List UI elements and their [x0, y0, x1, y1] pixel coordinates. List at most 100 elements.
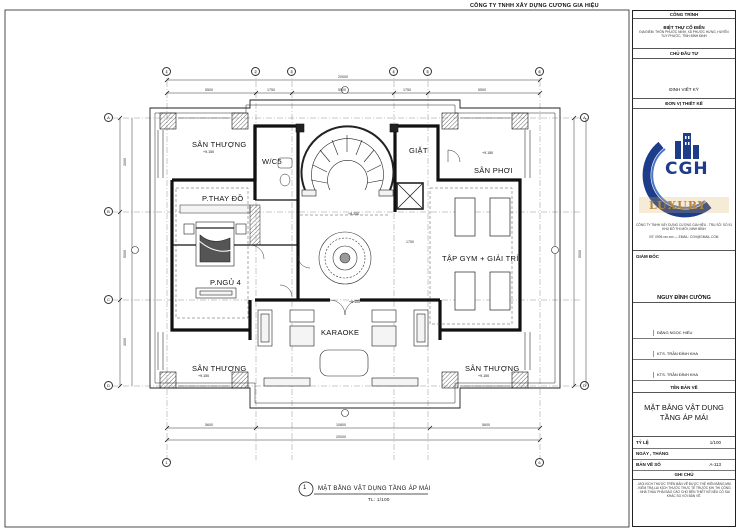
dim-top-a: 5500 [205, 88, 213, 92]
level-marker: +9.150 [198, 374, 210, 378]
dim-ticks [117, 77, 577, 443]
ty-le-label: TỶ LỆ [636, 440, 649, 445]
giam-doc-label: GIÁM ĐỐC [636, 254, 659, 259]
room-san-thuong-bottom-left: SÂN THƯỢNG [192, 364, 247, 373]
signer-row: ĐẶNG NGỌC HIẾU [633, 327, 735, 339]
level-marker: +9.100 [349, 300, 361, 304]
drawing-name-line2: TẦNG ÁP MÁI [659, 413, 709, 422]
door-swings [249, 244, 361, 316]
axis-bubble-3: 3 [287, 67, 296, 76]
room-san-phoi: SÂN PHƠI [474, 166, 513, 175]
spiral-stair [300, 125, 395, 197]
room-thay-do: P.THAY ĐỒ [202, 194, 244, 203]
dim-left-a: 3000 [123, 158, 127, 166]
room-giat: GIẶT [409, 146, 428, 155]
room-san-thuong-bottom-right: SÂN THƯỢNG [465, 364, 520, 373]
logo-word-text: LUXURY [649, 199, 707, 212]
section-markers [131, 86, 559, 417]
level-marker: +9.200 [348, 212, 360, 216]
caption-circle [298, 481, 314, 497]
axis-bubble-B: B [104, 207, 113, 216]
dim-top-b: 1750 [267, 88, 275, 92]
dim-left-c: 3000 [123, 338, 127, 346]
shaft [396, 182, 424, 210]
room-ngu-4: P.NGỦ 4 [210, 278, 242, 287]
gym-equipment [454, 197, 511, 311]
dim-mid-1750: 1750 [406, 240, 414, 244]
ty-le-value: 1/100 [709, 440, 721, 445]
tb-designer-label-row: ĐƠN VỊ THIẾT KẾ [633, 99, 735, 109]
axis-bubble-D-right: D [580, 381, 589, 390]
signer-row: KTS. TRẦN ĐÌNH KHA [633, 348, 735, 360]
ten-ban-ve-label: TÊN BẢN VẼ [670, 385, 698, 390]
dim-top-c: 5500 [338, 88, 346, 92]
signer-role-cell [635, 351, 654, 357]
floor-plan [4, 9, 630, 528]
owner-name: ĐINH VIẾT KỲ [669, 87, 699, 92]
cong-trinh-label: CÔNG TRÌNH [669, 12, 699, 17]
room-san-thuong-top-left: SÂN THƯỢNG [192, 140, 247, 149]
room-gym: TẬP GYM + GIẢI TRÍ [442, 254, 519, 263]
logo-icon [639, 133, 729, 218]
axis-bubble-5: 5 [423, 67, 432, 76]
karaoke-furniture [257, 309, 429, 387]
tb-project-row: BIỆT THỰ CỔ ĐIỂN ĐỊA ĐIỂM: THÔN PHƯỚC NI… [633, 19, 735, 49]
desk [195, 287, 237, 299]
ban-ve-so-label: BẢN VẼ SỐ [636, 462, 661, 467]
medallion [318, 231, 372, 285]
drawing-caption-title: MẶT BẰNG VẬT DỤNG TẦNG ÁP MÁI [318, 486, 431, 492]
level-marker: +9.150 [478, 374, 490, 378]
tb-drawing-name-label-row: TÊN BẢN VẼ [633, 383, 735, 393]
signer-name: KTS. TRẦN ĐÌNH KHA [657, 351, 699, 356]
project-address: ĐỊA ĐIỂM: THÔN PHƯỚC NINH, XÃ PHƯỚC HƯNG… [639, 30, 729, 38]
tb-owner-label-row: CHỦ ĐẦU TƯ [633, 49, 735, 59]
signer-name: ĐẶNG NGỌC HIẾU [657, 330, 693, 335]
caption-number: 1 [303, 485, 307, 491]
room-wc: W/C5 [262, 157, 282, 166]
axis-bubble-6: 6 [535, 67, 544, 76]
tb-notes-label-row: GHI CHÚ [633, 470, 735, 480]
drawing-name-line1: MẶT BẰNG VẬT DỤNG [644, 403, 724, 412]
dim-left-b: 5000 [123, 250, 127, 258]
dim-top-total: 20000 [338, 75, 348, 79]
chu-dau-tu-label: CHỦ ĐẦU TƯ [669, 51, 699, 56]
dim-top-d: 1750 [403, 88, 411, 92]
signer-row: KTS. TRẦN ĐÌNH KHA [633, 369, 735, 381]
axis-bubble-C: C [104, 295, 113, 304]
director-name: NGUY ĐÌNH CƯỜNG [657, 295, 711, 301]
balustrades [157, 117, 531, 387]
axis-bubble-1-bottom: 1 [162, 458, 171, 467]
signer-name: KTS. TRẦN ĐÌNH KHA [657, 372, 699, 377]
level-marker: +9.150 [203, 150, 215, 154]
dim-right-b: 5000 [578, 250, 582, 258]
ngay-label: NGÀY , THÁNG [636, 451, 669, 456]
don-vi-label: ĐƠN VỊ THIẾT KẾ [665, 101, 703, 106]
axis-bubble-6-bottom: 6 [535, 458, 544, 467]
drawing-caption-scale: TL: 1/100 [368, 497, 390, 502]
ban-ve-so-value: A-113 [709, 462, 721, 467]
bed [183, 221, 247, 267]
walls [170, 124, 522, 340]
company-logo: CGH LUXURY [639, 119, 729, 229]
tb-logo-row [633, 109, 735, 251]
axis-bubble-D: D [104, 381, 113, 390]
roof-outline [149, 99, 561, 409]
signer-role-cell [635, 330, 654, 336]
dim-bot-c: 5600 [482, 423, 490, 427]
tb-director-row: GIÁM ĐỐC NGUY ĐÌNH CƯỜNG [633, 251, 735, 303]
ghi-chu-label: GHI CHÚ [674, 472, 694, 477]
closet [179, 204, 261, 246]
dim-bot-total: 20000 [336, 435, 346, 439]
project-name: BIỆT THỰ CỔ ĐIỂN [663, 25, 705, 30]
axis-bubble-4: 4 [389, 67, 398, 76]
level-marker: +9.150 [482, 151, 494, 155]
tb-drawing-name-row: MẶT BẰNG VẬT DỤNG TẦNG ÁP MÁI [633, 393, 735, 437]
columns [159, 112, 529, 389]
dashed-lines [175, 187, 513, 325]
dim-bot-b: 10800 [336, 423, 346, 427]
company-address-small: CÔNG TY TNHH XÂY DỰNG CƯƠNG GIA HIỆU - T… [636, 223, 732, 231]
axis-grid [112, 70, 582, 460]
company-header: CÔNG TY TNHH XÂY DỰNG CƯƠNG GIA HIỆU [470, 3, 599, 9]
axis-bubble-A: A [104, 113, 113, 122]
